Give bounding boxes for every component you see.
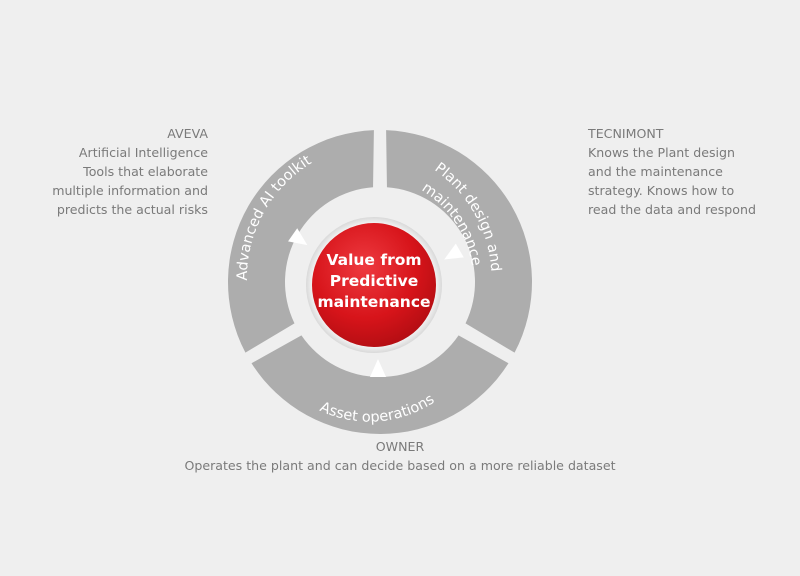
- note-aveva: AVEVA Artificial Intelligence Tools that…: [52, 124, 208, 219]
- note-aveva-title: AVEVA: [167, 126, 208, 141]
- arrow-from-plant-design: [444, 243, 464, 260]
- note-owner-title: OWNER: [375, 439, 425, 454]
- segment-ai-toolkit: [227, 130, 374, 353]
- center-label-line-2: Predictive: [330, 272, 418, 290]
- center-label-line-3: maintenance: [317, 293, 430, 311]
- cycle-arrows: [288, 228, 464, 377]
- center-label-line-1: Value from: [326, 251, 421, 269]
- arrow-from-ai-toolkit: [288, 228, 308, 246]
- note-tecnimont: TECNIMONT Knows the Plant design and the…: [588, 124, 756, 219]
- note-tecnimont-title: TECNIMONT: [588, 126, 664, 141]
- note-aveva-body: Artificial Intelligence Tools that elabo…: [52, 145, 208, 217]
- ring-segments: [227, 130, 532, 435]
- center-node: [312, 223, 436, 347]
- arrow-from-asset-operations: [370, 359, 386, 377]
- note-owner-body: Operates the plant and can decide based …: [184, 458, 616, 473]
- segment-plant-design: [386, 130, 532, 353]
- segment-asset-operations: [251, 335, 509, 435]
- note-owner: OWNER Operates the plant and can decide …: [0, 437, 800, 475]
- note-tecnimont-body: Knows the Plant design and the maintenan…: [588, 145, 756, 217]
